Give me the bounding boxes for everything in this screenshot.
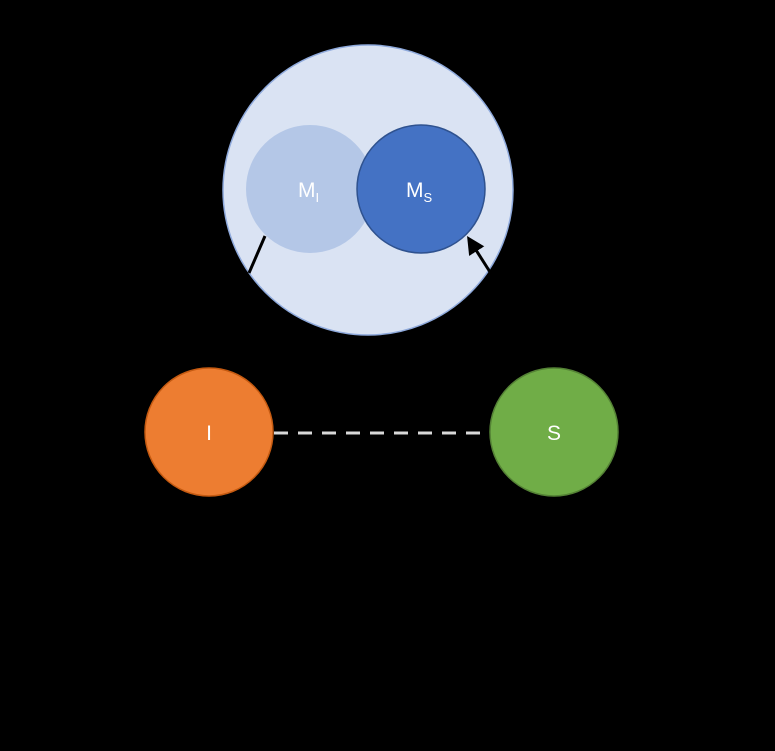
m-i-label-sub: I	[316, 190, 320, 205]
m-s-label: MS	[406, 179, 433, 205]
s-circle	[489, 367, 619, 497]
i-label: I	[206, 422, 212, 445]
m-i-circle	[246, 125, 374, 253]
m-i-label: MI	[298, 179, 319, 205]
m-i-connector-line	[247, 235, 267, 274]
s-label: S	[547, 422, 561, 445]
m-s-arrow	[467, 235, 492, 273]
m-s-circle	[356, 124, 486, 254]
i-circle	[144, 367, 274, 497]
m-s-label-sub: S	[424, 190, 433, 205]
m-i-label-main: M	[298, 179, 316, 202]
m-s-label-main: M	[406, 179, 424, 202]
